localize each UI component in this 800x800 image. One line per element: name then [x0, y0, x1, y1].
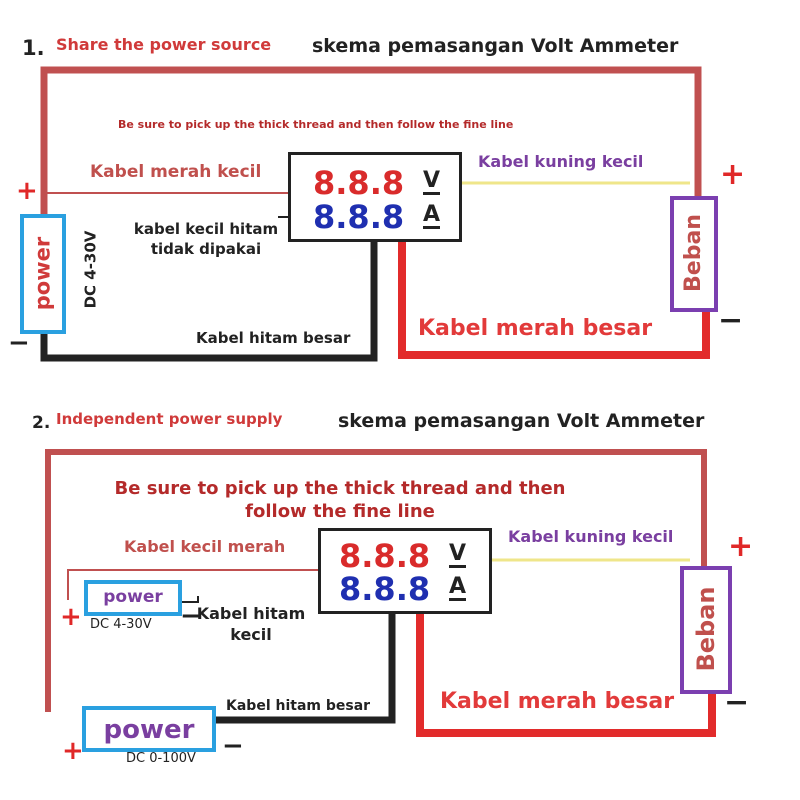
d1-label-big-red: Kabel merah besar [418, 316, 653, 341]
d1-meter-amp-digits: 8.8.8 [313, 198, 405, 236]
d1-outer-loop-wire [40, 66, 702, 214]
d2-thin-red-wire [67, 569, 318, 600]
d1-title-red: Share the power source [56, 35, 272, 54]
d1-power-minus-sign: − [8, 328, 30, 358]
d2-thin-black-wire [180, 596, 199, 603]
d1-power-range: DC 4-30V [81, 230, 100, 309]
d2-meter-amp-unit: A [449, 574, 467, 601]
d1-label-big-black: Kabel hitam besar [196, 329, 351, 347]
d2-title-red: Independent power supply [56, 410, 283, 428]
d1-volt-ammeter: 8.8.8 V 8.8.8 A [288, 152, 462, 242]
d2-title-black: skema pemasangan Volt Ammeter [338, 410, 705, 432]
d1-meter-volt-unit: V [423, 168, 441, 195]
d2-big-power-plus-sign: + [62, 736, 84, 766]
d2-thick-red-wire [416, 608, 716, 737]
d1-note: Be sure to pick up the thick thread and … [118, 118, 514, 131]
d1-thick-red-wire [398, 238, 710, 359]
d2-load: Beban [680, 566, 732, 694]
d2-big-power-minus-sign: − [222, 731, 244, 761]
d2-power-source-small: power [84, 580, 182, 616]
d2-label-big-black: Kabel hitam besar [226, 698, 371, 714]
d1-load-minus-sign: − [718, 303, 744, 338]
d2-label-small-red: Kabel kecil merah [124, 537, 286, 556]
d1-load: Beban [670, 196, 718, 312]
d1-power-label: power [30, 236, 55, 311]
d2-note: Be sure to pick up the thick thread and … [114, 478, 566, 522]
d1-load-plus-sign: + [720, 157, 746, 192]
d1-thick-black-wire [40, 238, 378, 362]
d1-title-black: skema pemasangan Volt Ammeter [312, 35, 679, 57]
d2-load-minus-sign: − [724, 685, 750, 720]
d2-volt-ammeter: 8.8.8 V 8.8.8 A [318, 528, 492, 614]
d1-load-label: Beban [681, 214, 706, 292]
d2-meter-volt-digits: 8.8.8 [339, 537, 431, 575]
d1-number: 1. [22, 36, 45, 60]
d1-label-small-black: kabel kecil hitam tidak dipakai [133, 220, 279, 258]
d2-label-small-yellow: Kabel kuning kecil [508, 527, 674, 546]
d1-power-plus-sign: + [16, 176, 38, 206]
d2-label-big-red: Kabel merah besar [440, 689, 675, 714]
d2-load-plus-sign: + [728, 529, 754, 564]
d2-power-source-big: power [82, 706, 216, 752]
d1-label-small-yellow: Kabel kuning kecil [478, 152, 644, 171]
d2-power-big-range: DC 0-100V [126, 751, 196, 766]
d1-label-small-red: Kabel merah kecil [90, 162, 262, 182]
d2-meter-volt-unit: V [449, 541, 467, 568]
d2-outer-loop-wire [45, 449, 707, 712]
d2-label-small-black: Kabel hitam kecil [196, 604, 306, 644]
d2-number: 2. [32, 413, 51, 433]
d2-load-label: Beban [692, 586, 720, 672]
d2-meter-amp-digits: 8.8.8 [339, 570, 431, 608]
d2-power-big-label: power [103, 715, 195, 745]
d2-power-small-label: power [103, 587, 163, 607]
d1-power-source: power [20, 214, 66, 334]
d2-small-power-minus-sign: − [180, 601, 202, 631]
d2-small-power-plus-sign: + [60, 602, 82, 632]
d1-meter-volt-digits: 8.8.8 [313, 164, 405, 202]
d2-power-small-range: DC 4-30V [90, 617, 152, 632]
d1-meter-amp-unit: A [423, 202, 441, 229]
